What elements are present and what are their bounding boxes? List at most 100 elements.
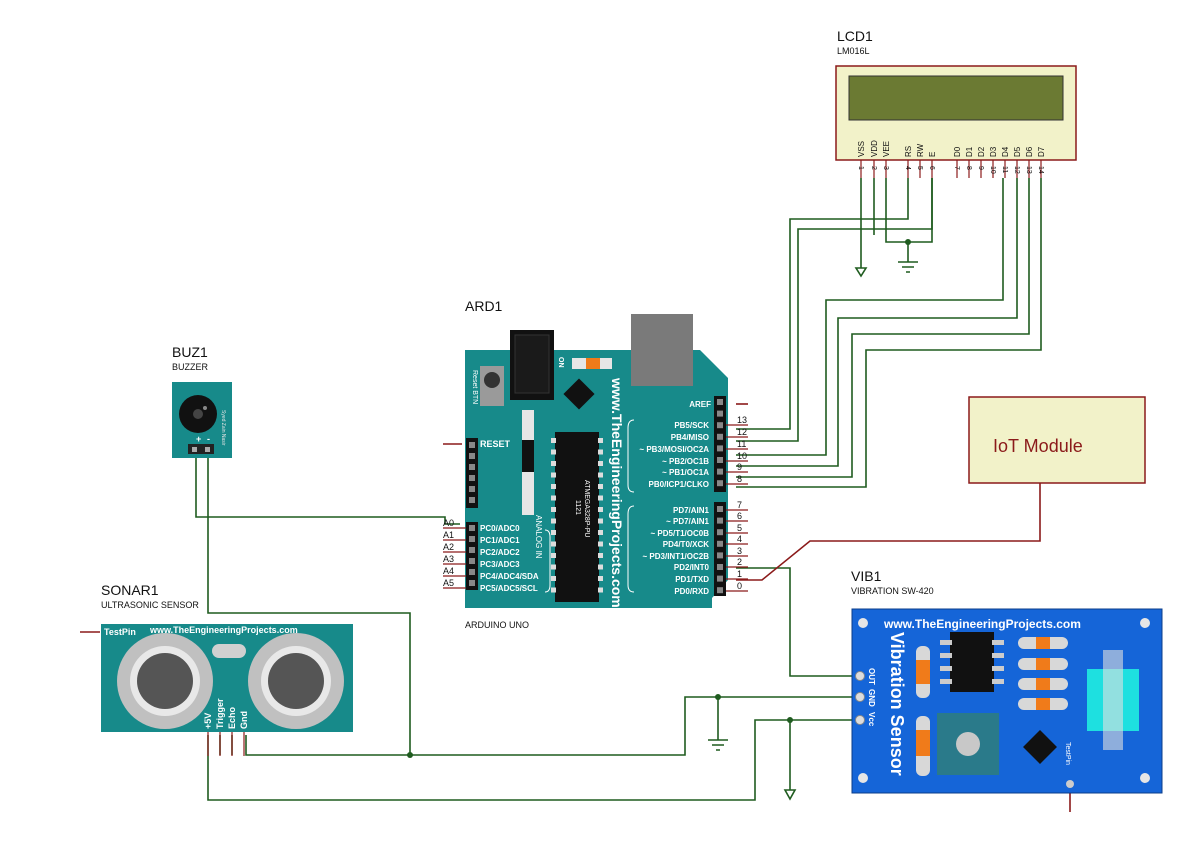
port-d-pin-number: 4 bbox=[737, 534, 742, 544]
vibration-sensor: VIB1 VIBRATION SW-420 www.TheEngineering… bbox=[851, 568, 1163, 794]
iot-module: IoT Module bbox=[968, 396, 1146, 484]
port-d-pin-number: 5 bbox=[737, 523, 742, 533]
wire-d5 bbox=[736, 178, 1018, 467]
port-d-pin-label: ~ PD5/T1/OC0B bbox=[651, 529, 710, 538]
arduino-board: ARD1 Reset BTN ON 1121 ATMEGA328P-PU www… bbox=[443, 298, 748, 630]
arduino-ref: ARD1 bbox=[465, 298, 503, 314]
header-hole bbox=[717, 399, 723, 405]
lcd-pin-number: 13 bbox=[1025, 166, 1032, 174]
junction-dot bbox=[407, 752, 413, 758]
header-hole bbox=[717, 575, 723, 582]
port-d-pin-number: 7 bbox=[737, 500, 742, 510]
port-b-pin-number: 10 bbox=[737, 451, 747, 461]
header-hole bbox=[469, 580, 475, 586]
header-hole bbox=[717, 564, 723, 570]
junction-dot bbox=[715, 694, 721, 700]
port-b-pin-number: 11 bbox=[737, 439, 746, 449]
buzzer-part: BUZZER bbox=[172, 362, 209, 372]
vib-pin-label: GND bbox=[867, 689, 876, 707]
analog-pin-label: PC1/ADC1 bbox=[480, 536, 520, 545]
wire-rs bbox=[736, 178, 909, 430]
analog-pin-number: A1 bbox=[443, 530, 454, 540]
wire-lcd-vee bbox=[885, 178, 933, 243]
port-d-pin-number: 3 bbox=[737, 546, 742, 556]
header-hole bbox=[717, 457, 723, 463]
port-b-pin-label: PB5/SCK bbox=[674, 421, 709, 430]
sonar-crystal bbox=[212, 644, 246, 658]
wire-e bbox=[736, 178, 933, 442]
analog-pin-number: A2 bbox=[443, 542, 454, 552]
digital-header-b bbox=[714, 396, 726, 492]
vib-ref: VIB1 bbox=[851, 568, 882, 584]
analog-pin-label: PC0/ADC0 bbox=[480, 524, 520, 533]
wire-gnd-vib bbox=[410, 696, 855, 756]
iot-box bbox=[968, 396, 1146, 484]
lcd-pin-label: D4 bbox=[1001, 146, 1010, 157]
lcd-pin-label: D6 bbox=[1025, 146, 1034, 157]
lcd-pin-number: 3 bbox=[882, 166, 889, 170]
vib-pin bbox=[855, 692, 865, 702]
atmega-chip bbox=[555, 432, 599, 602]
port-d-pin-label: PD7/AIN1 bbox=[673, 506, 710, 515]
header-hole bbox=[717, 468, 723, 475]
port-d-pin-label: ~ PD7/AIN1 bbox=[666, 517, 709, 526]
analog-header bbox=[466, 522, 478, 590]
lcd-pin-label: VEE bbox=[882, 141, 891, 157]
vib-small-ic bbox=[1023, 730, 1057, 764]
digital-header-d bbox=[714, 502, 726, 596]
small-ic bbox=[563, 378, 595, 410]
lcd-pin-label: D7 bbox=[1037, 146, 1046, 157]
ground-symbols bbox=[708, 261, 918, 801]
lcd-pin-number: 11 bbox=[1001, 166, 1008, 173]
lcd-pin-number: 14 bbox=[1037, 166, 1044, 174]
port-d-pin-label: PD4/T0/XCK bbox=[663, 540, 709, 549]
header-hole bbox=[717, 433, 723, 440]
header-hole bbox=[717, 410, 723, 417]
junction-dot bbox=[905, 239, 911, 245]
analog-pin-number: A5 bbox=[443, 578, 454, 588]
lcd-screen bbox=[848, 75, 1064, 121]
header-hole bbox=[717, 445, 723, 452]
buzzer-minus: - bbox=[207, 434, 210, 444]
header-hole bbox=[469, 536, 475, 542]
header-hole bbox=[717, 480, 723, 487]
header-hole bbox=[717, 506, 723, 512]
analog-pin-label: PC4/ADC4/SDA bbox=[480, 572, 539, 581]
lcd-part: LM016L bbox=[837, 46, 870, 56]
lcd-ref: LCD1 bbox=[837, 28, 873, 44]
sonar-testpin: TestPin bbox=[104, 627, 136, 637]
analog-in-label: ANALOG IN bbox=[534, 515, 543, 559]
vib-pin bbox=[855, 671, 865, 681]
on-label: ON bbox=[557, 357, 564, 368]
lcd-module: LCD1 LM016L VSS1VDD2VEE3RS4RW5E6D07D18D2… bbox=[835, 28, 1077, 178]
sonar-sensor: SONAR1 ULTRASONIC SENSOR TestPin www.The… bbox=[101, 582, 353, 756]
lcd-pin-label: D0 bbox=[953, 146, 962, 157]
port-b-pin-label: ~ PB3/MOSI/OC2A bbox=[639, 445, 709, 454]
header-hole bbox=[469, 486, 475, 492]
junction-dots bbox=[407, 239, 911, 758]
vib-part: VIBRATION SW-420 bbox=[851, 586, 934, 596]
header-hole bbox=[469, 464, 475, 470]
vib-pin-label: OUT bbox=[867, 668, 876, 685]
port-b-pin-number: 9 bbox=[737, 462, 742, 472]
arduino-model: ARDUINO UNO bbox=[465, 620, 529, 630]
header-hole bbox=[469, 525, 475, 531]
lcd-pin-number: 5 bbox=[916, 166, 923, 170]
vib-title: Vibration Sensor bbox=[887, 632, 907, 776]
port-d-pin-label: ~ PD3/INT1/OC2B bbox=[643, 552, 710, 561]
sonar-pin-label: Trigger bbox=[215, 698, 225, 729]
port-d-pin-number: 2 bbox=[737, 557, 742, 567]
analog-pin-number: A4 bbox=[443, 566, 454, 576]
header-hole bbox=[469, 569, 475, 575]
lcd-pin-label: D1 bbox=[965, 146, 974, 157]
header-hole bbox=[469, 453, 475, 459]
header-hole bbox=[717, 529, 723, 536]
ground-icon bbox=[898, 261, 918, 273]
chip-num: 1121 bbox=[574, 500, 581, 515]
junction-dot bbox=[787, 717, 793, 723]
port-d-pin-number: 1 bbox=[737, 569, 742, 579]
ground-icon bbox=[708, 739, 728, 751]
buzzer-ref: BUZ1 bbox=[172, 344, 208, 360]
aref-label: AREF bbox=[689, 400, 711, 409]
port-b-pin-number: 13 bbox=[737, 415, 747, 425]
